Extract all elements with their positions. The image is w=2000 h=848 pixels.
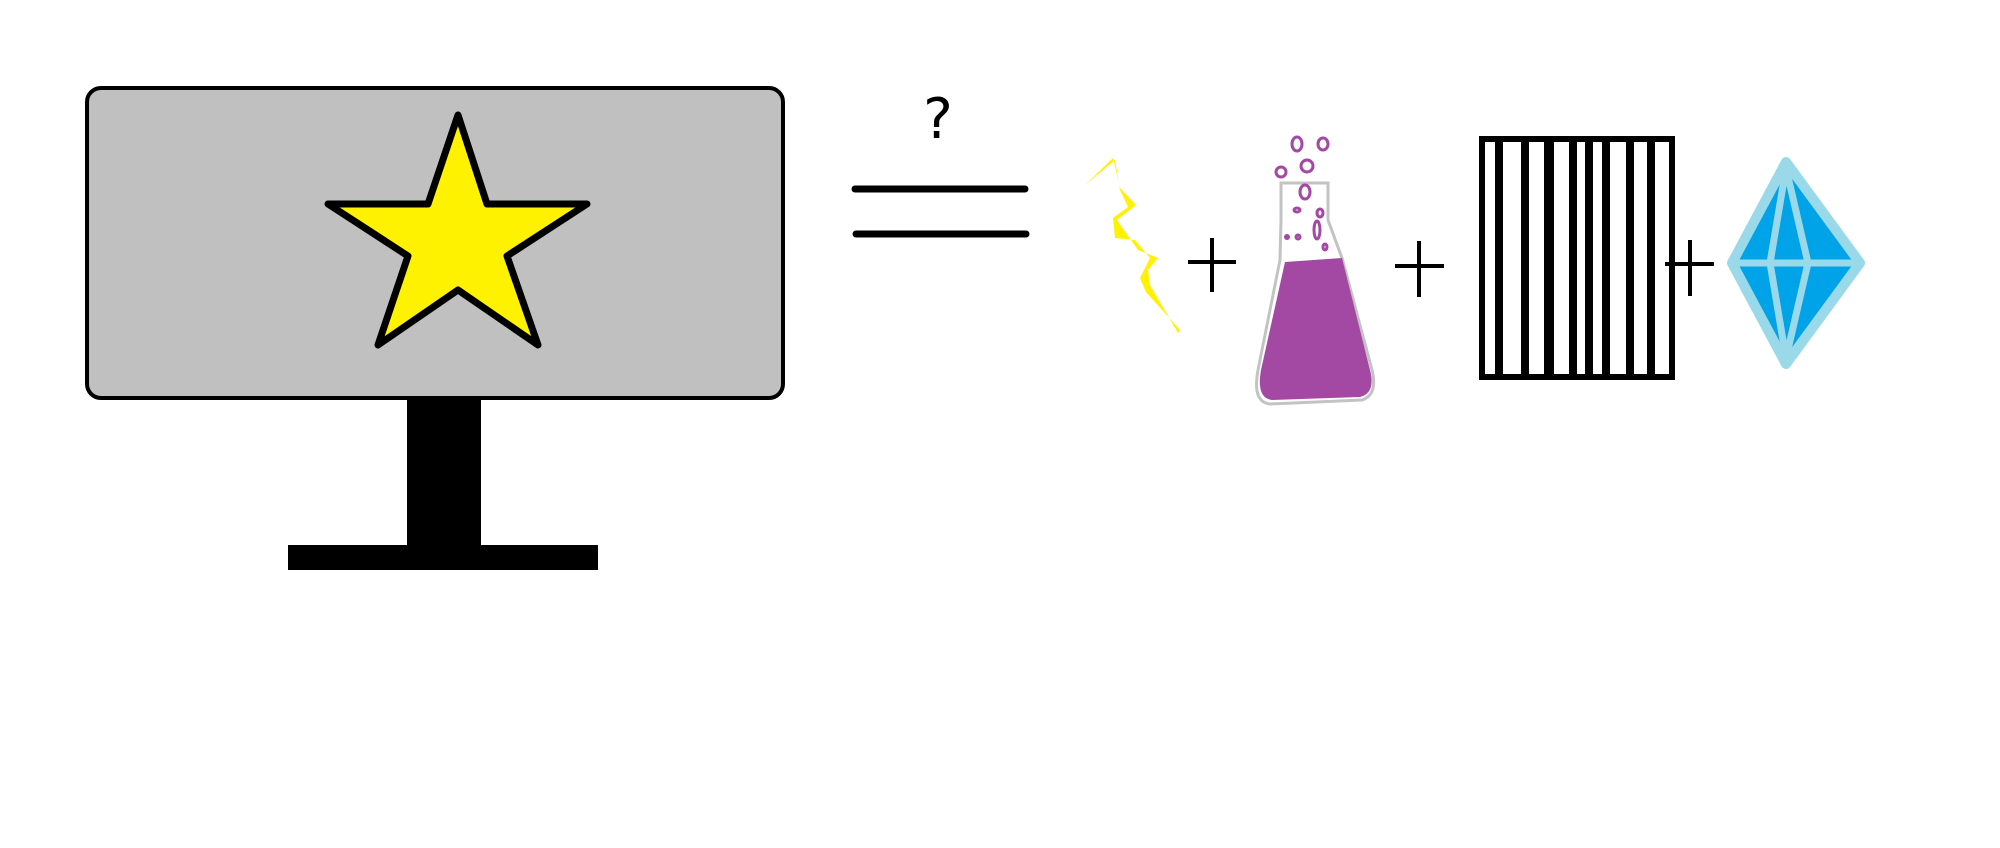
monitor-icon — [85, 86, 785, 570]
plus-icon — [1665, 240, 1714, 296]
crystal-icon — [1727, 157, 1865, 369]
star-icon — [324, 111, 591, 349]
barcode-icon — [1479, 136, 1675, 380]
flask-icon — [1255, 135, 1376, 406]
question-mark-label: ? — [923, 87, 953, 152]
lightning-bolt-icon — [1085, 158, 1180, 333]
plus-icon — [1395, 241, 1444, 297]
plus-icon — [1188, 238, 1236, 292]
equals-icon — [851, 185, 1030, 238]
